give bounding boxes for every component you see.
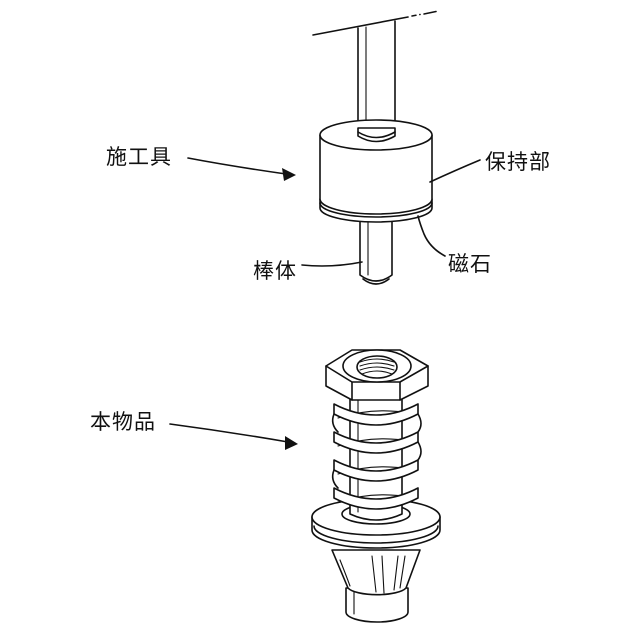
leader-tool bbox=[188, 158, 296, 181]
leader-article bbox=[170, 424, 298, 450]
label-magnet: 磁石 bbox=[448, 248, 492, 278]
label-tool: 施工具 bbox=[106, 141, 172, 171]
holder-cylinder bbox=[320, 120, 432, 214]
label-rod: 棒体 bbox=[253, 255, 297, 285]
rod-body bbox=[360, 218, 392, 284]
label-holder: 保持部 bbox=[485, 146, 551, 176]
leader-magnet bbox=[418, 216, 445, 256]
leader-holder bbox=[430, 160, 480, 182]
label-article: 本物品 bbox=[90, 406, 156, 436]
article-assembly bbox=[312, 350, 440, 622]
tool-assembly bbox=[313, 12, 436, 285]
hex-nut bbox=[326, 350, 428, 400]
leader-rod bbox=[302, 262, 362, 266]
mounting-surface-line bbox=[313, 12, 436, 36]
